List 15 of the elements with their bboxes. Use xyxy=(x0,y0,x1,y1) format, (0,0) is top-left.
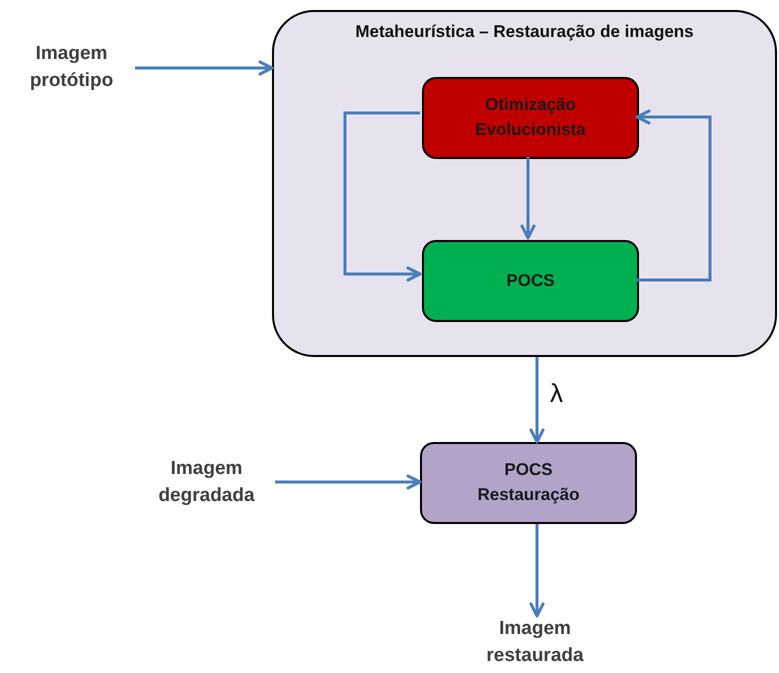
arrow xyxy=(530,524,544,618)
arrow xyxy=(135,60,274,76)
process-box: Otimização Evolucionista xyxy=(422,77,639,159)
group-panel xyxy=(272,10,777,357)
text-label: Imagem restaurada xyxy=(460,616,610,670)
arrow xyxy=(530,357,544,444)
arrow xyxy=(275,474,422,490)
text-label: Imagem protótipo xyxy=(8,40,135,96)
arrow xyxy=(520,157,536,240)
arrow xyxy=(344,112,422,282)
process-box: POCS Restauração xyxy=(420,442,637,524)
panel-title: Metaheurística – Restauração de imagens xyxy=(354,22,695,42)
process-box: POCS xyxy=(422,240,639,322)
text-label: Imagem degradada xyxy=(138,455,275,511)
arrow xyxy=(636,110,712,282)
